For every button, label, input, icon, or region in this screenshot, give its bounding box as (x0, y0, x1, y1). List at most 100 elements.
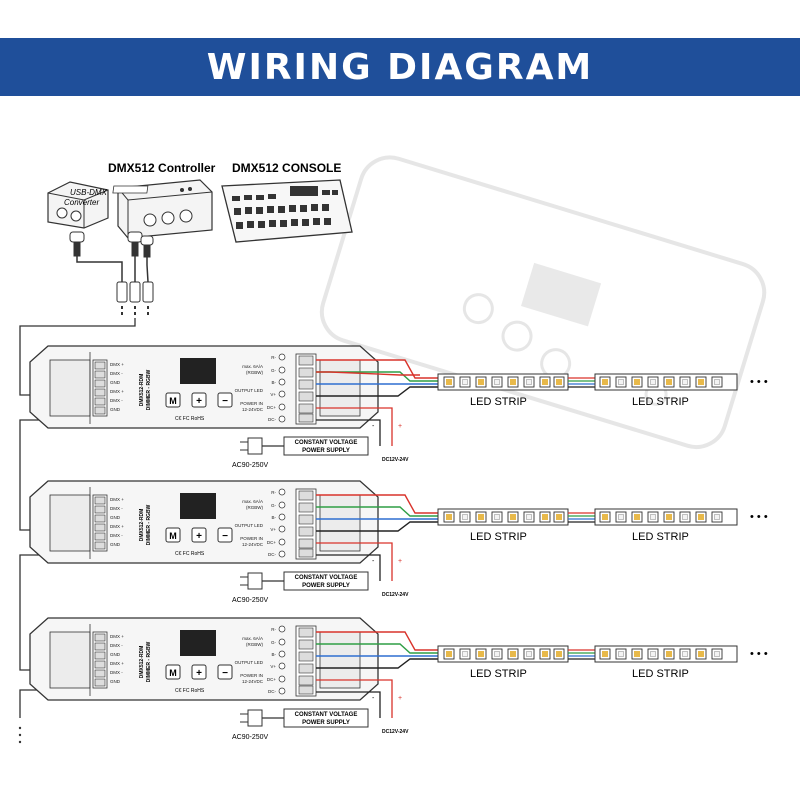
minus-sign: - (372, 558, 375, 565)
decoder-row-3: DMX + DMX - GND DMX + DMX - GND DMX512-R… (29, 617, 768, 741)
cert-label: C€ FC RoHS (175, 688, 205, 694)
psu-line-1: CONSTANT VOLTAGE (295, 575, 358, 581)
pin-label: DMX + (110, 661, 124, 666)
out-pin-label: R- (271, 627, 276, 632)
out-pin-label: B- (272, 652, 277, 657)
dmx-decoder: DMX + DMX - GND DMX + DMX - GND DMX512-R… (29, 617, 379, 701)
model-line-1: DMX512-RDM (139, 374, 145, 407)
model-line-1: DMX512-RDM (139, 509, 145, 542)
psu-line-2: POWER SUPPLY (302, 448, 350, 454)
pin-label: GND (110, 380, 121, 385)
rgbw-wires (316, 359, 438, 397)
pin-label: DMX - (110, 533, 123, 538)
max-text: (RGBW) (246, 505, 263, 510)
dc-power-wires (316, 542, 393, 581)
usb-dmx-converter: USB-DMX Converter (47, 181, 109, 229)
chain-continue-dots (18, 726, 22, 744)
out-pin-label: DC- (268, 552, 276, 557)
svg-text:M: M (169, 531, 177, 541)
display-window (180, 358, 216, 384)
pin-label: DMX + (110, 362, 124, 367)
pin-label: DMX + (110, 524, 124, 529)
strip-link-wires (568, 649, 595, 660)
pin-label: DMX - (110, 398, 123, 403)
out-pin-label: V+ (270, 527, 276, 532)
continue-dots: • • • (750, 511, 768, 523)
svg-text:+: + (196, 396, 202, 407)
display-window (180, 630, 216, 656)
svg-text:+: + (196, 668, 202, 679)
converter-label-2: Converter (64, 198, 99, 207)
ac-plug-icon (240, 572, 263, 590)
strip-label: LED STRIP (470, 668, 527, 680)
minus-button (217, 664, 233, 680)
strip-label: LED STRIP (632, 531, 689, 543)
pin-label: DMX - (110, 670, 123, 675)
output-led-label: OUTPUT LED (235, 660, 264, 665)
plus-sign: + (398, 558, 402, 565)
pin-label: GND (110, 542, 121, 547)
dmx-decoder: DMX + DMX - GND DMX + DMX - GND DMX512-R… (29, 345, 379, 429)
svg-text:M: M (169, 668, 177, 678)
rgbw-wires (316, 631, 438, 669)
out-pin-label: R- (271, 490, 276, 495)
max-text: max. 6A/A (242, 499, 263, 504)
model-line-2: DIMMER - RGBW (146, 504, 152, 545)
out-pin-label: B- (272, 515, 277, 520)
power-in-label: POWER IN (240, 536, 263, 541)
pin-label: DMX - (110, 643, 123, 648)
led-strip: LED STRIP (594, 645, 738, 680)
model-line-2: DIMMER - RGBW (146, 369, 152, 410)
svg-text:−: − (222, 531, 228, 542)
title-banner: WIRING DIAGRAM (0, 38, 800, 96)
pin-label: GND (110, 679, 121, 684)
plus-sign: + (398, 695, 402, 702)
led-strip: LED STRIP (437, 508, 569, 543)
pin-label: GND (110, 407, 121, 412)
banner-title: WIRING DIAGRAM (206, 46, 594, 88)
psu-line-1: CONSTANT VOLTAGE (295, 440, 358, 446)
out-pin-label: V+ (270, 664, 276, 669)
converter-label-1: USB-DMX (70, 188, 108, 197)
max-text: max. 6A/A (242, 364, 263, 369)
console-label: DMX512 CONSOLE (232, 161, 341, 175)
cert-label: C€ FC RoHS (175, 551, 205, 557)
cert-label: C€ FC RoHS (175, 416, 205, 422)
power-in-label: POWER IN (240, 673, 263, 678)
plus-button (191, 527, 207, 543)
strip-label: LED STRIP (632, 668, 689, 680)
output-led-label: OUTPUT LED (235, 388, 264, 393)
out-pin-label: B- (272, 380, 277, 385)
pin-label: GND (110, 652, 121, 657)
minus-button (217, 527, 233, 543)
out-pin-label: DC+ (267, 540, 276, 545)
continue-dots: • • • (750, 376, 768, 388)
led-strip: LED STRIP (594, 508, 738, 543)
out-pin-label: G- (271, 640, 277, 645)
pin-label: DMX + (110, 634, 124, 639)
svg-text:M: M (169, 396, 177, 406)
dc-label: DC12V-24V (382, 457, 409, 463)
psu-line-2: POWER SUPPLY (302, 720, 350, 726)
m-button (165, 527, 181, 543)
ac-plug-icon (240, 709, 263, 727)
led-strip: LED STRIP (594, 373, 738, 408)
power-volt-label: 12-24VDC (242, 542, 264, 547)
dmx512-controller (112, 179, 213, 239)
plus-button (191, 392, 207, 408)
dc-label: DC12V-24V (382, 729, 409, 735)
dmx512-console (221, 179, 353, 243)
pin-label: DMX + (110, 497, 124, 502)
out-pin-label: G- (271, 368, 277, 373)
max-text: max. 6A/A (242, 636, 263, 641)
power-volt-label: 12-24VDC (242, 407, 264, 412)
rgbw-wires (316, 494, 438, 532)
controller-label: DMX512 Controller (108, 161, 216, 175)
power-volt-label: 12-24VDC (242, 679, 264, 684)
psu-line-1: CONSTANT VOLTAGE (295, 712, 358, 718)
m-button (165, 392, 181, 408)
decoder-row-2: DMX + DMX - GND DMX + DMX - GND DMX512-R… (29, 480, 768, 604)
plus-button (191, 664, 207, 680)
pin-label: DMX - (110, 506, 123, 511)
